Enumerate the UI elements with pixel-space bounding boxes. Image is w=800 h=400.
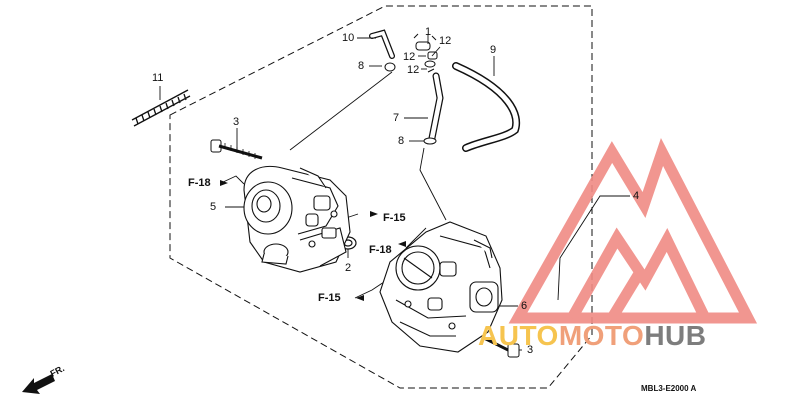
callout-4: 4 — [633, 190, 640, 202]
carburetor-6 — [379, 221, 503, 353]
ref-f15-lower: F-15 — [318, 292, 341, 304]
carburetor-5 — [243, 165, 351, 273]
ref-f18-left: F-18 — [188, 177, 211, 189]
callout-12-a: 12 — [403, 51, 416, 63]
callout-6: 6 — [521, 300, 528, 312]
ref-f15-upper: F-15 — [383, 212, 406, 224]
callout-7: 7 — [393, 112, 400, 124]
callout-10: 10 — [342, 32, 355, 44]
watermark-logo — [508, 138, 758, 324]
callout-3-upper: 3 — [233, 116, 240, 128]
watermark-part1: AUTO — [478, 320, 559, 351]
callout-8-upper: 8 — [358, 60, 365, 72]
direction-arrow-icon — [22, 374, 55, 394]
callout-9: 9 — [490, 44, 497, 56]
callout-12-c: 12 — [407, 64, 420, 76]
screw-3-lower — [481, 335, 520, 358]
callout-12-b: 12 — [439, 35, 452, 47]
diagram-code: MBL3-E2000 A — [641, 384, 697, 393]
watermark-text: AUTOMOTOHUB — [478, 320, 706, 352]
fittings — [384, 33, 438, 145]
callout-2: 2 — [345, 262, 352, 274]
callout-1: 1 — [425, 26, 432, 38]
callout-8-lower: 8 — [398, 135, 405, 147]
callout-11: 11 — [152, 72, 164, 84]
callout-3-lower: 3 — [527, 344, 534, 356]
ref-f18-right: F-18 — [369, 244, 392, 256]
callout-5: 5 — [210, 201, 217, 213]
spring-part — [131, 89, 191, 127]
screw-3-upper — [210, 139, 263, 160]
assembly-boundary — [169, 5, 593, 389]
watermark-part2: MOTO — [558, 320, 645, 351]
reference-arrows — [220, 180, 406, 301]
watermark-part3: HUB — [644, 320, 707, 351]
